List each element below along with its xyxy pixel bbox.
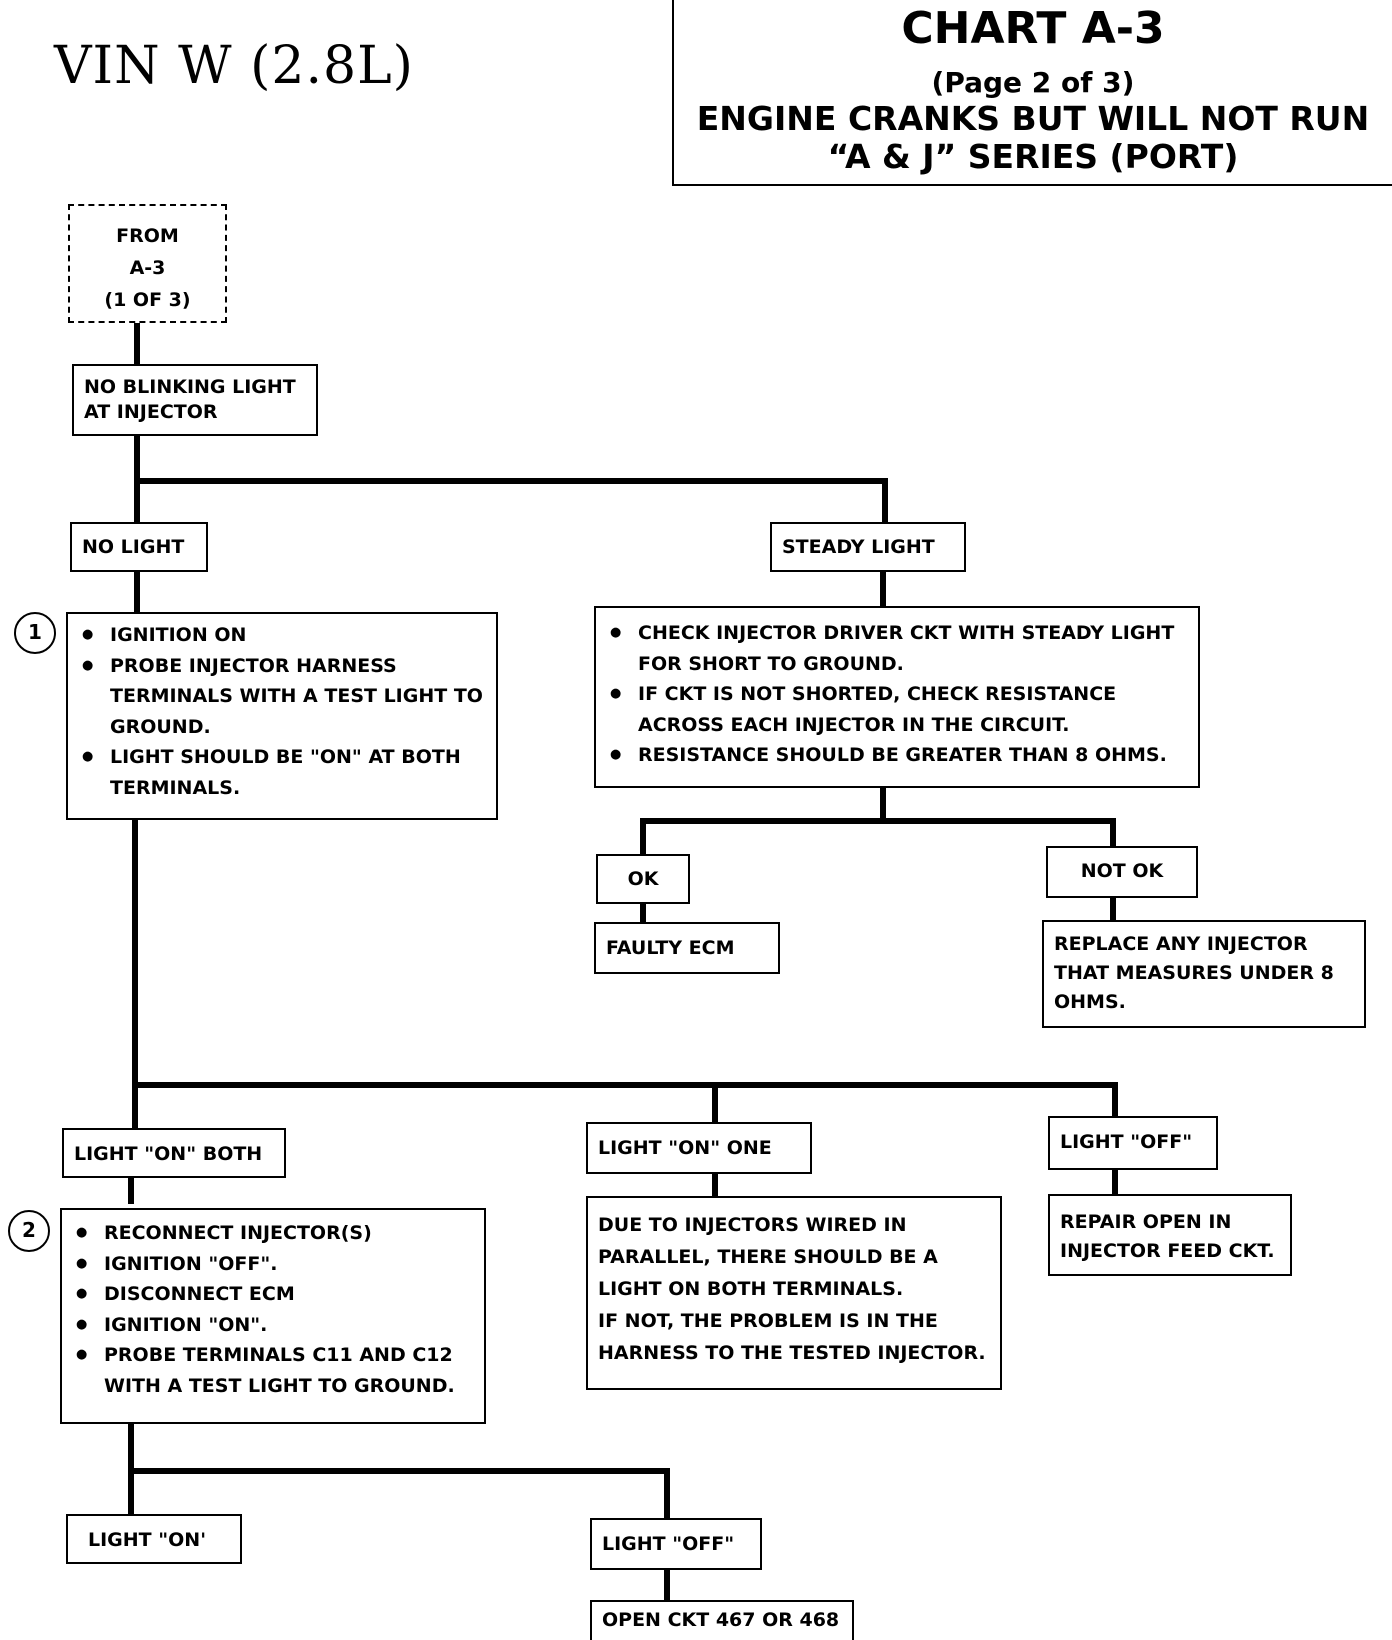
connector-line — [640, 902, 646, 926]
box-text: HARNESS TO THE TESTED INJECTOR. — [598, 1342, 986, 1364]
box-text: THAT MEASURES UNDER 8 — [1054, 962, 1334, 984]
no-blinking-light-box: NO BLINKING LIGHT AT INJECTOR — [72, 364, 318, 436]
connector-line — [132, 1082, 1118, 1088]
steady-check-box: CHECK INJECTOR DRIVER CKT WITH STEADY LI… — [594, 606, 1200, 788]
from-label: FROM — [116, 225, 179, 247]
step2-instructions-box: RECONNECT INJECTOR(S) IGNITION "OFF". DI… — [60, 1208, 486, 1424]
box-text: PARALLEL, THERE SHOULD BE A — [598, 1246, 938, 1268]
box-text: OPEN CKT 467 OR 468 — [602, 1609, 840, 1631]
from-page-label: (1 OF 3) — [104, 289, 191, 311]
connector-line — [1112, 1166, 1118, 1196]
connector-line — [1112, 1082, 1118, 1118]
box-text: LIGHT ON BOTH TERMINALS. — [598, 1278, 904, 1300]
connector-line — [664, 1568, 670, 1602]
step1-item: LIGHT SHOULD BE "ON" AT BOTH TERMINALS. — [80, 742, 484, 803]
light-off-bottom-box: LIGHT "OFF" — [590, 1518, 762, 1570]
connector-line — [880, 786, 886, 824]
parallel-note-box: DUE TO INJECTORS WIRED IN PARALLEL, THER… — [586, 1196, 1002, 1390]
box-text: REPLACE ANY INJECTOR — [1054, 933, 1308, 955]
connector-line — [880, 572, 886, 610]
light-on-both-box: LIGHT "ON" BOTH — [62, 1128, 286, 1178]
step2-item: IGNITION "ON". — [74, 1310, 472, 1341]
step2-item: RECONNECT INJECTOR(S) — [74, 1218, 472, 1249]
step1-instructions-box: IGNITION ON PROBE INJECTOR HARNESS TERMI… — [66, 612, 498, 820]
light-on-one-box: LIGHT "ON" ONE — [586, 1122, 812, 1174]
chart-series: “A & J” SERIES (PORT) — [827, 137, 1239, 176]
connector-line — [134, 570, 140, 614]
from-chart-box: FROM A-3 (1 OF 3) — [68, 204, 227, 323]
ok-box: OK — [596, 854, 690, 904]
replace-injector-box: REPLACE ANY INJECTOR THAT MEASURES UNDER… — [1042, 920, 1366, 1028]
steady-check-item: IF CKT IS NOT SHORTED, CHECK RESISTANCE … — [608, 679, 1186, 740]
connector-line — [1110, 818, 1116, 848]
box-text: INJECTOR FEED CKT. — [1060, 1240, 1275, 1262]
box-text: NO BLINKING LIGHT — [84, 376, 296, 398]
connector-line — [882, 478, 888, 525]
step1-item: IGNITION ON — [80, 620, 484, 651]
steady-check-item: CHECK INJECTOR DRIVER CKT WITH STEADY LI… — [608, 618, 1186, 679]
box-text: STEADY LIGHT — [782, 536, 935, 558]
connector-line — [664, 1468, 670, 1522]
connector-line — [1110, 896, 1116, 924]
page-indicator: (Page 2 of 3) — [931, 66, 1135, 99]
box-text: NO LIGHT — [82, 536, 185, 558]
box-text: REPAIR OPEN IN — [1060, 1211, 1232, 1233]
vin-label: VIN W (2.8L) — [54, 36, 414, 96]
not-ok-box: NOT OK — [1046, 846, 1198, 898]
chart-subtitle: ENGINE CRANKS BUT WILL NOT RUN — [696, 99, 1370, 138]
box-text: LIGHT "ON' — [88, 1529, 207, 1551]
light-on-bottom-box: LIGHT "ON' — [66, 1514, 242, 1564]
chart-title-box: CHART A-3 (Page 2 of 3) ENGINE CRANKS BU… — [672, 0, 1392, 186]
box-text: LIGHT "ON" BOTH — [74, 1143, 263, 1165]
no-light-box: NO LIGHT — [70, 522, 208, 572]
box-text: LIGHT "ON" ONE — [598, 1137, 772, 1159]
steady-light-box: STEADY LIGHT — [770, 522, 966, 572]
repair-open-box: REPAIR OPEN IN INJECTOR FEED CKT. — [1048, 1194, 1292, 1276]
open-ckt-box: OPEN CKT 467 OR 468 — [590, 1600, 854, 1640]
step2-item: IGNITION "OFF". — [74, 1249, 472, 1280]
step1-item: PROBE INJECTOR HARNESS TERMINALS WITH A … — [80, 651, 484, 743]
steady-check-item: RESISTANCE SHOULD BE GREATER THAN 8 OHMS… — [608, 740, 1186, 771]
connector-line — [128, 1412, 134, 1516]
connector-line — [640, 818, 1116, 824]
box-text: LIGHT "OFF" — [1060, 1131, 1193, 1153]
from-chart-label: A-3 — [129, 257, 166, 279]
step-number-1: 1 — [14, 612, 56, 654]
faulty-ecm-box: FAULTY ECM — [594, 922, 780, 974]
box-text: LIGHT "OFF" — [602, 1533, 735, 1555]
connector-line — [134, 322, 140, 366]
light-off-box: LIGHT "OFF" — [1048, 1116, 1218, 1170]
box-text: NOT OK — [1080, 860, 1164, 882]
connector-line — [712, 1082, 718, 1124]
box-text: OHMS. — [1054, 991, 1126, 1013]
connector-line — [128, 1468, 670, 1474]
connector-line — [640, 818, 646, 856]
box-text: IF NOT, THE PROBLEM IS IN THE — [598, 1310, 938, 1332]
connector-line — [128, 1174, 134, 1204]
step2-item: DISCONNECT ECM — [74, 1279, 472, 1310]
connector-line — [134, 478, 888, 484]
box-text: FAULTY ECM — [606, 937, 735, 959]
connector-line — [132, 818, 138, 1132]
box-text: AT INJECTOR — [84, 401, 218, 423]
box-text: DUE TO INJECTORS WIRED IN — [598, 1214, 907, 1236]
step-number-2: 2 — [8, 1210, 50, 1252]
chart-title: CHART A-3 — [901, 3, 1165, 54]
connector-line — [712, 1170, 718, 1198]
step2-item: PROBE TERMINALS C11 AND C12 WITH A TEST … — [74, 1340, 472, 1401]
box-text: OK — [627, 868, 659, 890]
